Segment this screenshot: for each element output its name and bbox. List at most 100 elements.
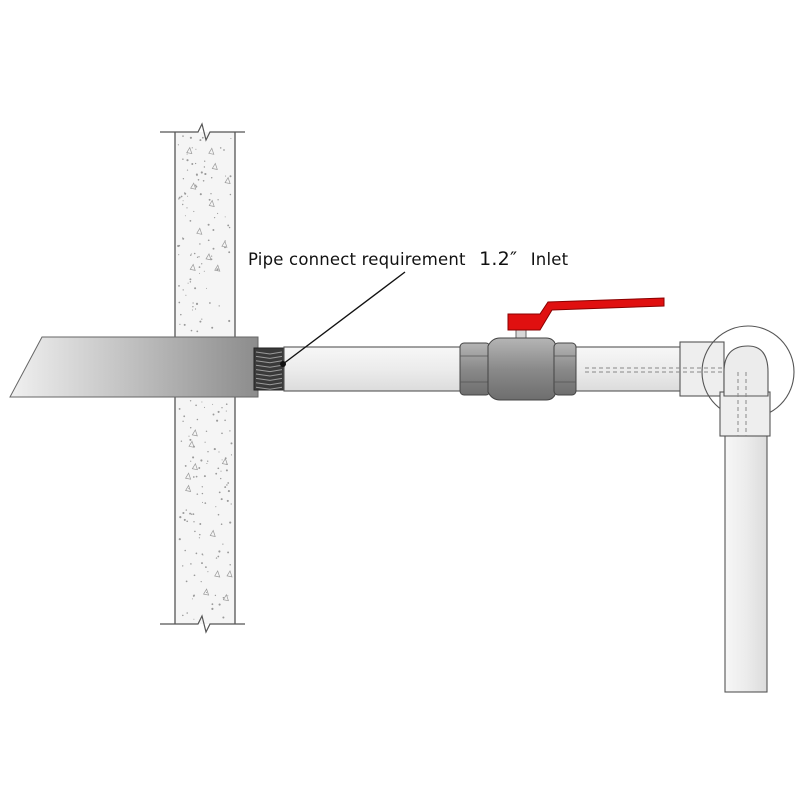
stipple-dot [194, 530, 196, 533]
stipple-dot [230, 137, 232, 140]
stipple-dot [218, 603, 221, 606]
stipple-dot [218, 550, 221, 553]
stipple-aggregate [214, 570, 221, 578]
stipple-dot [227, 482, 230, 484]
stipple-dot [182, 178, 185, 180]
stipple-dot [196, 330, 199, 333]
stipple-dot [178, 198, 180, 200]
stipple-dot [189, 438, 192, 441]
thread-line [255, 360, 283, 364]
stipple-dot [179, 323, 181, 325]
stipple-dot [192, 513, 195, 515]
stipple-dot [193, 618, 195, 620]
stipple-dot [205, 566, 207, 568]
stipple-dot [211, 326, 214, 329]
stipple-dot [199, 320, 202, 323]
stipple-dot [199, 193, 202, 196]
stipple-dot [201, 318, 203, 320]
stipple-dot [221, 459, 223, 461]
stipple-dot [178, 301, 181, 304]
stipple-dot [213, 448, 216, 451]
stipple-dot [217, 410, 220, 413]
callout-size: 1.2″ [479, 248, 517, 270]
stipple-dot [204, 160, 206, 162]
stipple-dot [214, 594, 217, 597]
stipple-dot [178, 538, 181, 541]
stipple-dot [206, 462, 208, 465]
stipple-dot [228, 251, 231, 254]
stipple-dot [217, 555, 220, 558]
stipple-dot [193, 521, 195, 523]
stipple-aggregate [191, 429, 198, 437]
stipple-aggregate [208, 199, 215, 207]
stipple-dot [189, 512, 192, 515]
stipple-dot [186, 159, 189, 162]
stipple-dot [204, 441, 206, 443]
stipple-aggregate [190, 182, 197, 190]
stipple-dot [198, 537, 201, 539]
stipple-aggregate [222, 593, 229, 602]
callout-leader-line [282, 271, 406, 365]
stipple-dot [221, 407, 223, 409]
stipple-aggregate [189, 263, 196, 271]
stipple-dot [183, 518, 186, 521]
stipple-dot [196, 493, 199, 495]
stipple-dot [198, 256, 200, 258]
stipple-dot [189, 281, 192, 283]
stipple-dot [189, 254, 192, 256]
thread-line [255, 386, 283, 390]
stipple-dot [200, 171, 203, 174]
stipple-dot [195, 475, 198, 478]
stipple-dot [182, 289, 184, 291]
stipple-dot [226, 484, 228, 486]
stipple-dot [201, 501, 204, 503]
stipple-dot [218, 451, 220, 453]
stipple-dot [195, 148, 197, 150]
stipple-dot [227, 551, 230, 554]
stipple-dot [216, 268, 219, 271]
stipple-dot [228, 226, 231, 229]
stipple-dot [195, 302, 199, 305]
stipple-dot [183, 415, 186, 418]
stipple-dot [217, 467, 220, 470]
stipple-dot [204, 502, 207, 504]
stipple-dot [199, 243, 201, 245]
stipple-aggregate [186, 146, 193, 155]
stipple-dot [215, 472, 218, 475]
callout: Pipe connect requirement 1.2″ Inlet [248, 248, 568, 367]
stipple-dot [207, 571, 209, 573]
stipple-dot [213, 216, 216, 219]
stipple-dot [224, 216, 226, 218]
stipple-dot [178, 254, 180, 256]
stipple-aggregate [196, 227, 203, 235]
stipple-dot [203, 406, 206, 408]
stipple-dot [186, 520, 189, 523]
stipple-dot [177, 144, 180, 146]
stipple-dot [178, 407, 181, 410]
stipple-dot [229, 521, 232, 524]
stipple-aggregate [191, 462, 198, 471]
stipple-dot [216, 419, 219, 422]
stipple-dot [182, 158, 184, 160]
stipple-aggregate [188, 440, 195, 448]
stipple-dot [220, 470, 222, 472]
stipple-aggregate [221, 457, 228, 466]
stipple-dot [198, 266, 201, 268]
stipple-dot [197, 178, 200, 181]
stipple-dot [225, 410, 227, 412]
stipple-dot [191, 598, 193, 600]
stipple-dot [199, 139, 202, 142]
thread-line [255, 364, 283, 368]
stipple-dot [192, 306, 194, 308]
stipple-dot [201, 492, 204, 495]
stipple-dot [208, 198, 211, 201]
stipple-dot [189, 427, 192, 429]
thread-line [255, 369, 283, 373]
stipple-dot [187, 282, 189, 284]
stipple-dot [184, 464, 187, 467]
stipple-dot [182, 135, 184, 137]
stipple-dot [220, 498, 223, 501]
stipple-dot [195, 173, 198, 176]
stipple-dot [223, 149, 225, 151]
stipple-dot [182, 614, 184, 617]
